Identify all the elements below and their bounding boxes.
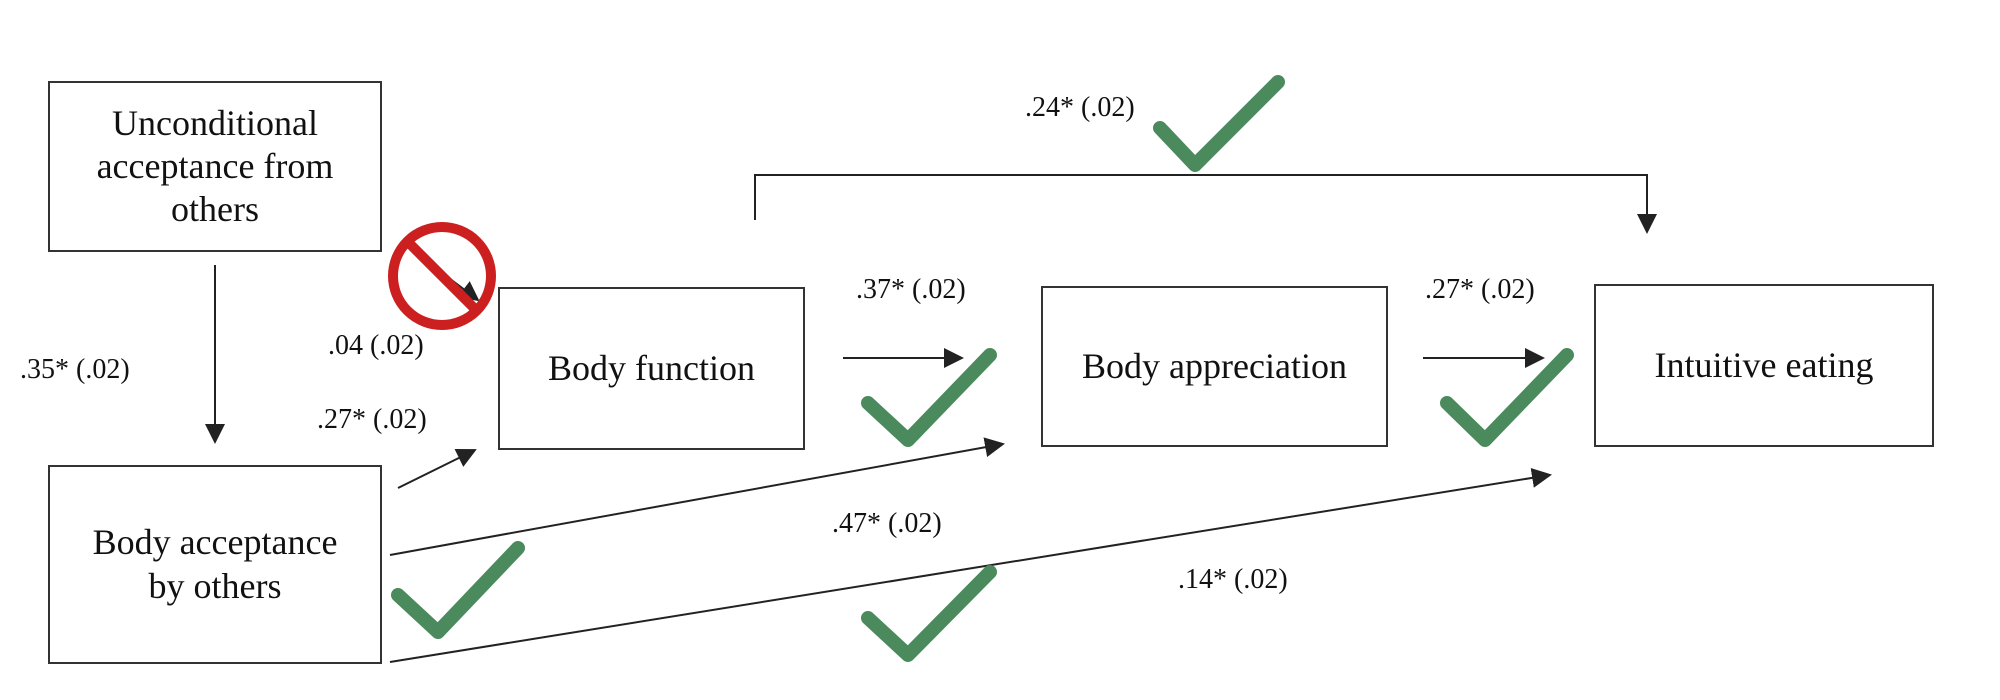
coef-acceptance-to-function: .27* (.02) (317, 404, 427, 435)
coef-appreciation-to-eating: .27* (.02) (1425, 274, 1535, 305)
arrow-acceptance-to-eating (389, 467, 1552, 663)
check-icon-acceptance-to-function (391, 541, 525, 639)
coef-function-to-eating: .24* (.02) (1025, 92, 1135, 123)
check-icon-appreciation-to-eating (1440, 348, 1574, 447)
coef-acceptance-to-appreciation: .47* (.02) (832, 508, 942, 539)
coef-function-to-appreciation: .37* (.02) (856, 274, 966, 305)
node-unconditional-acceptance: Unconditional acceptance from others (48, 81, 382, 252)
node-body-appreciation: Body appreciation (1041, 286, 1388, 447)
coef-unconditional-to-function: .04 (.02) (328, 330, 424, 361)
check-icon-function-to-eating (1153, 75, 1285, 172)
coef-acceptance-to-eating: .14* (.02) (1178, 564, 1288, 595)
arrow-function-to-eating (754, 174, 1657, 234)
node-body-function: Body function (498, 287, 805, 450)
coef-unconditional-to-acceptance: .35* (.02) (20, 354, 130, 385)
arrow-acceptance-to-appreciation (389, 437, 1005, 556)
check-icon-function-to-appreciation (861, 348, 997, 447)
node-body-acceptance: Body acceptance by others (48, 465, 382, 664)
check-icon-acceptance-to-eating (861, 565, 997, 662)
prohibited-icon (388, 222, 496, 330)
node-intuitive-eating: Intuitive eating (1594, 284, 1934, 447)
arrow-acceptance-to-function (397, 448, 477, 489)
